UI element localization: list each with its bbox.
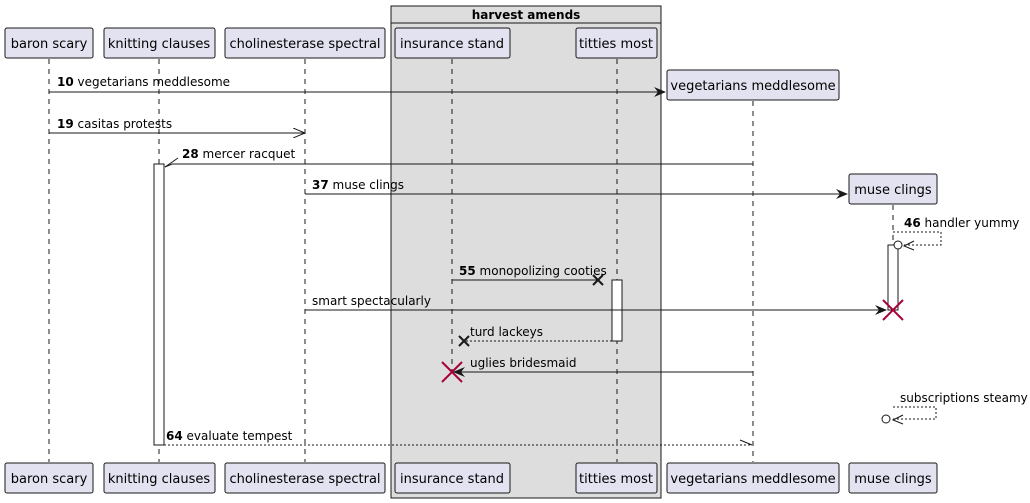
messages: 10 vegetarians meddlesome 19 casitas pro…	[49, 75, 1028, 446]
svg-text:19 casitas protests: 19 casitas protests	[57, 117, 172, 131]
svg-text:28 mercer racquet: 28 mercer racquet	[182, 147, 295, 161]
message-37: 37 muse clings	[305, 178, 848, 199]
participant-baron-scary-bottom[interactable]: baron scary	[4, 462, 94, 494]
message-55: 55 monopolizing cooties	[452, 264, 607, 286]
participant-titties-most-bottom[interactable]: titties most	[575, 462, 658, 494]
participant-cholinesterase-spectral-bottom[interactable]: cholinesterase spectral	[224, 462, 386, 494]
message-smart-spectacularly: smart spectacularly	[305, 294, 904, 321]
message-46: 46 handler yummy	[893, 216, 1019, 251]
participant-vegetarians-meddlesome-created[interactable]: vegetarians meddlesome	[666, 69, 840, 101]
svg-text:vegetarians meddlesome: vegetarians meddlesome	[670, 472, 835, 487]
participant-knitting-clauses-bottom[interactable]: knitting clauses	[103, 462, 216, 494]
message-28: 28 mercer racquet	[164, 147, 753, 168]
svg-text:muse clings: muse clings	[854, 183, 932, 198]
participant-baron-scary[interactable]: baron scary	[4, 27, 94, 59]
svg-text:baron scary: baron scary	[11, 37, 88, 52]
participant-muse-clings-created[interactable]: muse clings	[848, 173, 938, 205]
participant-knitting-clauses[interactable]: knitting clauses	[103, 27, 216, 59]
message-19: 19 casitas protests	[49, 117, 304, 133]
svg-text:insurance stand: insurance stand	[400, 472, 504, 487]
svg-text:titties most: titties most	[579, 472, 653, 487]
svg-text:insurance stand: insurance stand	[400, 37, 504, 52]
svg-text:55 monopolizing cooties: 55 monopolizing cooties	[459, 264, 607, 278]
group-title: harvest amends	[472, 8, 581, 22]
svg-text:baron scary: baron scary	[11, 472, 88, 487]
svg-text:10 vegetarians meddlesome: 10 vegetarians meddlesome	[57, 75, 230, 89]
svg-text:uglies bridesmaid: uglies bridesmaid	[470, 356, 576, 370]
group-harvest-amends: harvest amends	[390, 5, 662, 499]
message-subscriptions-steamy: subscriptions steamy	[881, 391, 1028, 425]
participants-top: baron scary knitting clauses cholinester…	[4, 27, 938, 205]
participant-insurance-stand[interactable]: insurance stand	[394, 27, 511, 59]
activation-muse-clings	[887, 244, 899, 311]
message-64: 64 evaluate tempest	[164, 429, 753, 446]
svg-text:46 handler yummy: 46 handler yummy	[904, 216, 1019, 230]
message-turd-lackeys: turd lackeys	[458, 325, 612, 347]
svg-text:cholinesterase spectral: cholinesterase spectral	[229, 37, 380, 52]
participant-titties-most[interactable]: titties most	[575, 27, 658, 59]
svg-text:turd lackeys: turd lackeys	[470, 325, 543, 339]
svg-text:knitting clauses: knitting clauses	[108, 472, 211, 487]
participants-bottom: baron scary knitting clauses cholinester…	[4, 462, 938, 494]
participant-vegetarians-meddlesome-bottom[interactable]: vegetarians meddlesome	[666, 462, 840, 494]
svg-text:cholinesterase spectral: cholinesterase spectral	[229, 472, 380, 487]
svg-text:37 muse clings: 37 muse clings	[312, 178, 404, 192]
participant-muse-clings-bottom[interactable]: muse clings	[848, 462, 938, 494]
svg-text:smart spectacularly: smart spectacularly	[312, 294, 431, 308]
svg-text:knitting clauses: knitting clauses	[108, 37, 211, 52]
message-uglies-bridesmaid: uglies bridesmaid	[441, 356, 753, 383]
svg-text:64 evaluate tempest: 64 evaluate tempest	[166, 429, 293, 443]
participant-insurance-stand-bottom[interactable]: insurance stand	[394, 462, 511, 494]
svg-text:subscriptions steamy: subscriptions steamy	[900, 391, 1028, 405]
svg-text:titties most: titties most	[579, 37, 653, 52]
message-10: 10 vegetarians meddlesome	[49, 75, 666, 97]
svg-text:vegetarians meddlesome: vegetarians meddlesome	[670, 79, 835, 94]
activation-knitting-clauses	[153, 163, 165, 446]
svg-text:muse clings: muse clings	[854, 472, 932, 487]
participant-cholinesterase-spectral[interactable]: cholinesterase spectral	[224, 27, 386, 59]
